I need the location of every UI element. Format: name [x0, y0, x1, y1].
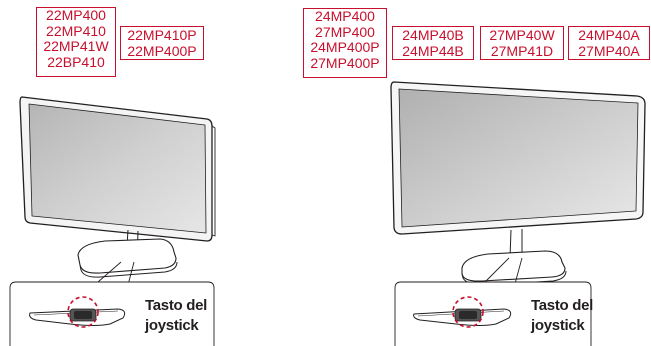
left-joystick-highlight	[67, 296, 99, 328]
model-label: 22MP400P	[127, 42, 197, 59]
model-label: 22BP410	[47, 53, 105, 70]
left-joystick-caption: Tasto del joystick	[145, 296, 207, 336]
model-label: 22MP410P	[127, 27, 197, 43]
right-model-group-c: 27MP40W 27MP41D	[480, 26, 564, 60]
model-label: 27MP41D	[490, 42, 554, 59]
model-label: 22MP400	[46, 7, 106, 23]
right-model-group-b: 24MP40B 24MP44B	[392, 26, 474, 60]
model-label: 27MP400	[315, 23, 375, 40]
right-model-group-d: 24MP40A 27MP40A	[568, 26, 650, 60]
model-label: 24MP400P	[310, 39, 380, 55]
model-label: 22MP410	[46, 22, 106, 39]
caption-line: Tasto del	[145, 297, 208, 314]
model-label: 24MP40A	[578, 27, 640, 43]
right-joystick-caption: Tasto del joystick	[531, 296, 593, 336]
model-label: 27MP40W	[489, 27, 555, 43]
left-model-group-a: 22MP400 22MP410 22MP41W 22BP410	[36, 7, 116, 77]
caption-line: Tasto del	[531, 297, 594, 314]
model-label: 24MP400	[315, 8, 375, 24]
model-label: 27MP400P	[310, 54, 380, 71]
model-label: 24MP44B	[402, 42, 464, 59]
caption-line: joystick	[145, 317, 199, 334]
left-zoom-panel	[9, 281, 215, 346]
model-label: 27MP40A	[578, 42, 640, 59]
right-zoom-panel	[394, 281, 592, 346]
model-label: 24MP40B	[402, 27, 464, 43]
right-model-group-a: 24MP400 27MP400 24MP400P 27MP400P	[303, 8, 387, 78]
caption-line: joystick	[531, 317, 585, 334]
left-model-group-b: 22MP410P 22MP400P	[120, 26, 204, 60]
right-monitor	[390, 81, 646, 286]
right-joystick-highlight	[452, 296, 484, 328]
model-label: 22MP41W	[43, 38, 109, 54]
left-monitor	[19, 96, 216, 278]
